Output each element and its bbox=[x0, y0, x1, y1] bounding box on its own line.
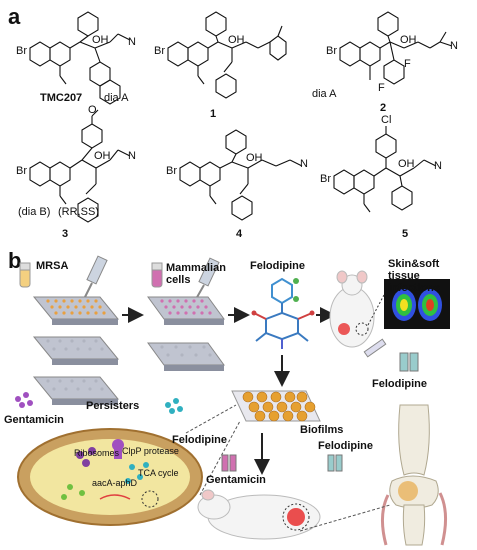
dia-label-3: (dia B) bbox=[18, 206, 51, 218]
gentamicin-vial-icon bbox=[221, 454, 237, 472]
compound-label-4: 4 bbox=[236, 228, 243, 240]
atom-o-3: O bbox=[88, 104, 97, 116]
panel-a-letter: a bbox=[8, 4, 21, 29]
label-clpp-protease: ClpP protease bbox=[122, 446, 179, 456]
label-gentamicin-bottom: Gentamicin bbox=[206, 474, 266, 486]
label-mrsa: MRSA bbox=[36, 260, 69, 272]
atom-f-2a: F bbox=[404, 58, 411, 70]
label-skin-soft-tissue-infections: Skin&soft tissue infections bbox=[388, 258, 440, 294]
label-felodipine-mouse: Felodipine bbox=[372, 378, 427, 390]
label-tca-cycle: TCA cycle bbox=[138, 468, 179, 478]
panel-b-graphics bbox=[15, 255, 450, 546]
persister-cell bbox=[17, 428, 203, 526]
label-persisters: Persisters bbox=[86, 400, 140, 412]
mammalian-tube-icon bbox=[151, 262, 163, 288]
label-aaca-aphd: aacA-aphD bbox=[92, 478, 138, 488]
structure-5 bbox=[333, 126, 437, 213]
atom-br-tmc207: Br bbox=[16, 45, 27, 57]
ivis-image bbox=[367, 279, 450, 329]
mouse-treatment-icon bbox=[197, 489, 321, 540]
label-mammalian-cells: Mammalian cells bbox=[166, 262, 226, 286]
atom-br-2: Br bbox=[326, 45, 337, 57]
atom-n-tmc207: N bbox=[128, 36, 136, 48]
atom-f-2b: F bbox=[378, 82, 385, 94]
structure-3 bbox=[29, 109, 131, 223]
structure-2 bbox=[339, 11, 453, 85]
felodipine-molecule-icon bbox=[251, 277, 315, 349]
atom-n-4: N bbox=[300, 158, 308, 170]
dia-label-2: dia A bbox=[312, 88, 337, 100]
structure-tmc207 bbox=[29, 11, 131, 105]
atom-oh-4: OH bbox=[246, 152, 263, 164]
label-ribosomes: Ribosomes bbox=[74, 448, 120, 458]
mammalian-plates bbox=[147, 296, 225, 371]
compound-label-5: 5 bbox=[402, 228, 409, 240]
structure-4 bbox=[179, 129, 303, 221]
mouse-infection-icon bbox=[329, 270, 375, 348]
atom-br-4: Br bbox=[166, 165, 177, 177]
atom-n-3: N bbox=[128, 150, 136, 162]
dia-label-tmc207: dia A bbox=[104, 92, 129, 104]
atom-br-5: Br bbox=[320, 173, 331, 185]
label-felodipine-bottom: Felodipine bbox=[318, 440, 373, 452]
biofilm-tray bbox=[231, 390, 321, 422]
pipette-icon-1 bbox=[83, 255, 108, 300]
atom-n-2: N bbox=[450, 40, 458, 52]
atom-br-3: Br bbox=[16, 165, 27, 177]
atom-oh-2: OH bbox=[400, 34, 417, 46]
panel-a-structures bbox=[29, 11, 453, 223]
felodipine-dots-mid bbox=[165, 398, 183, 414]
atom-oh-tmc207: OH bbox=[92, 34, 109, 46]
syringe-icon-top bbox=[363, 338, 387, 358]
atom-oh-5: OH bbox=[398, 158, 415, 170]
gentamicin-dots-left bbox=[15, 392, 33, 408]
atom-n-5: N bbox=[434, 160, 442, 172]
knee-joint-icon bbox=[381, 404, 447, 546]
compound-label-tmc207: TMC207 bbox=[40, 92, 83, 104]
panel-b-letter: b bbox=[8, 248, 22, 273]
label-gentamicin-left: Gentamicin bbox=[4, 414, 64, 426]
atom-oh-1: OH bbox=[228, 34, 245, 46]
atom-oh-3: OH bbox=[94, 150, 111, 162]
atom-br-1: Br bbox=[154, 45, 165, 57]
compound-label-3: 3 bbox=[62, 228, 69, 240]
compound-label-1: 1 bbox=[210, 108, 217, 120]
label-felodipine-mid: Felodipine bbox=[172, 434, 227, 446]
mrsa-tube-icon bbox=[19, 262, 31, 288]
structure-1 bbox=[167, 11, 287, 99]
atom-cl-5: Cl bbox=[381, 114, 392, 126]
compound-label-2: 2 bbox=[380, 102, 387, 114]
mrsa-plates bbox=[32, 296, 120, 405]
felodipine-vial-icon-bottom bbox=[327, 454, 343, 472]
label-biofilms: Biofilms bbox=[300, 424, 344, 436]
stereo-label-3: (RR,SS) bbox=[58, 206, 99, 218]
felodipine-vial-icon-top bbox=[399, 352, 419, 372]
label-felodipine-top: Felodipine bbox=[250, 260, 305, 272]
